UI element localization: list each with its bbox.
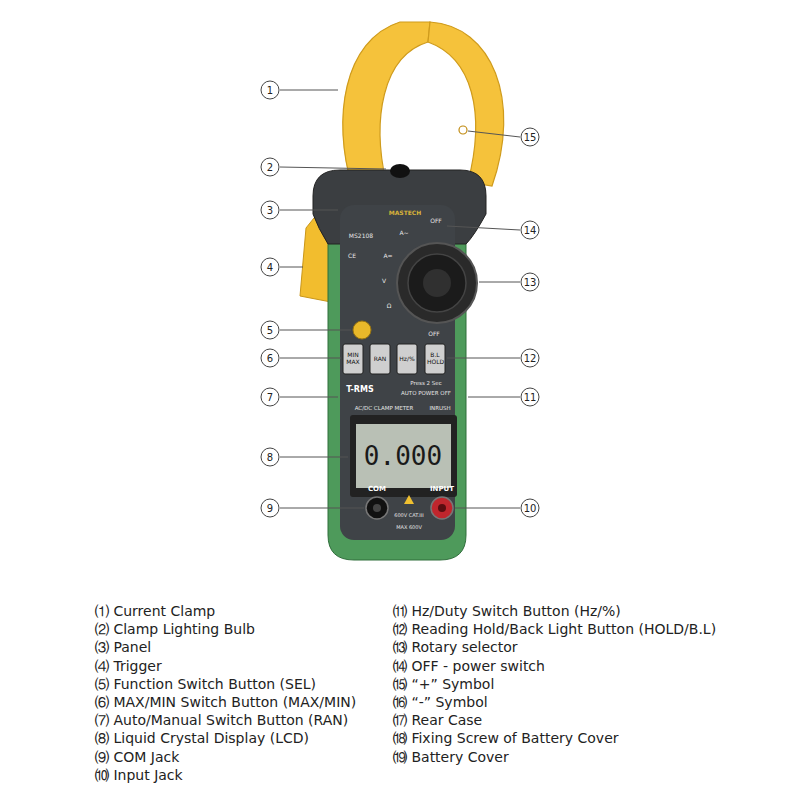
part-list-item: ⒅ Fixing Screw of Battery Cover bbox=[393, 732, 619, 747]
part-list-item: ⑿ Reading Hold/Back Light Button (HOLD/B… bbox=[393, 622, 716, 637]
part-list-item: ⒆ Battery Cover bbox=[393, 750, 509, 765]
device-marking: CE bbox=[348, 253, 356, 260]
part-list-item: ⒀ Rotary selector bbox=[393, 641, 518, 656]
part-list-item: ⒃ “-” Symbol bbox=[393, 695, 488, 710]
device-marking: V bbox=[382, 278, 386, 285]
com-jack bbox=[366, 497, 388, 519]
sel-button bbox=[353, 321, 371, 339]
push-button bbox=[397, 344, 417, 374]
clamp-jaw bbox=[428, 22, 504, 186]
lcd-frame bbox=[350, 415, 457, 497]
callout-number: 1 bbox=[267, 85, 273, 96]
callout-number: 9 bbox=[267, 503, 273, 514]
clamp-bulb bbox=[390, 164, 410, 178]
callout-number: 5 bbox=[267, 325, 273, 336]
device-marking: 0.000 bbox=[364, 442, 442, 471]
plus-symbol bbox=[459, 126, 467, 134]
device-marking: A= bbox=[383, 253, 392, 260]
push-button bbox=[343, 344, 363, 374]
callout-number: 14 bbox=[524, 225, 537, 236]
com-jack bbox=[373, 504, 381, 512]
callout-number: 13 bbox=[524, 277, 537, 288]
device-marking: 600V CAT.III bbox=[394, 513, 424, 519]
callout-number: 15 bbox=[524, 132, 537, 143]
device-marking: A~ bbox=[399, 230, 408, 237]
device-marking: MIN MAX bbox=[345, 352, 361, 365]
part-list-item: ⑵ Clamp Lighting Bulb bbox=[95, 622, 255, 637]
rotary-selector bbox=[397, 243, 477, 323]
lcd-screen bbox=[356, 424, 451, 488]
device-marking: Ω bbox=[387, 303, 392, 310]
part-list-item: ⒁ OFF - power switch bbox=[393, 659, 545, 674]
device-marking: INPUT bbox=[430, 486, 454, 494]
device-marking: T-RMS bbox=[346, 386, 373, 395]
callout-number: 7 bbox=[267, 392, 273, 403]
part-list-item: ⒂ “+” Symbol bbox=[393, 677, 494, 692]
device-marking: AC/DC CLAMP METER bbox=[355, 405, 414, 411]
part-list-item: ⑻ Liquid Crystal Display (LCD) bbox=[95, 732, 309, 747]
callout-number: 4 bbox=[267, 262, 273, 273]
clamp-jaw bbox=[343, 22, 430, 186]
device-marking: Hz/% bbox=[399, 356, 414, 363]
device-marking: OFF bbox=[430, 218, 442, 225]
callout-circles bbox=[261, 81, 539, 517]
callout-number: 8 bbox=[267, 452, 273, 463]
part-list-item: ⑶ Panel bbox=[95, 641, 151, 656]
device-marking: AUTO POWER OFF bbox=[401, 390, 451, 396]
part-list-item: ⑺ Auto/Manual Switch Button (RAN) bbox=[95, 713, 348, 728]
push-button bbox=[370, 344, 390, 374]
leader-lines bbox=[280, 90, 520, 508]
device-marking: Press 2 Sec bbox=[410, 380, 441, 386]
callout-number: 11 bbox=[524, 392, 537, 403]
part-list-item: ⑷ Trigger bbox=[95, 659, 162, 674]
part-list-item: ⒄ Rear Case bbox=[393, 713, 482, 728]
rotary-knob bbox=[408, 254, 466, 312]
part-list-item: ⑴ Current Clamp bbox=[95, 604, 215, 619]
device-marking: B.L HOLD bbox=[427, 352, 443, 365]
device-marking: OFF bbox=[428, 331, 440, 338]
part-list-item: ⑾ Hz/Duty Switch Button (Hz/%) bbox=[393, 604, 621, 619]
callout-number: 6 bbox=[267, 353, 273, 364]
push-button bbox=[425, 344, 445, 374]
part-list-item: ⑸ Function Switch Button (SEL) bbox=[95, 677, 316, 692]
rotary-knob bbox=[423, 269, 451, 297]
device-marking: RAN bbox=[374, 356, 387, 363]
part-list-item: ⑼ COM Jack bbox=[95, 750, 179, 765]
warning-symbol bbox=[404, 495, 414, 504]
part-list-item: ⑹ MAX/MIN Switch Button (MAX/MIN) bbox=[95, 695, 356, 710]
device-marking: MS2108 bbox=[349, 233, 373, 240]
callout-number: 3 bbox=[267, 205, 273, 216]
device-marking: INRUSH bbox=[429, 405, 450, 411]
input-jack bbox=[438, 504, 446, 512]
callout-number: 10 bbox=[524, 503, 537, 514]
input-jack bbox=[431, 497, 453, 519]
device-marking: MAX 600V bbox=[396, 525, 422, 531]
callout-number: 12 bbox=[524, 353, 537, 364]
part-list-item: ⑽ Input Jack bbox=[95, 768, 183, 783]
device-marking: MASTECH bbox=[389, 210, 422, 217]
device-marking: COM bbox=[368, 486, 386, 494]
callout-number: 2 bbox=[267, 162, 273, 173]
